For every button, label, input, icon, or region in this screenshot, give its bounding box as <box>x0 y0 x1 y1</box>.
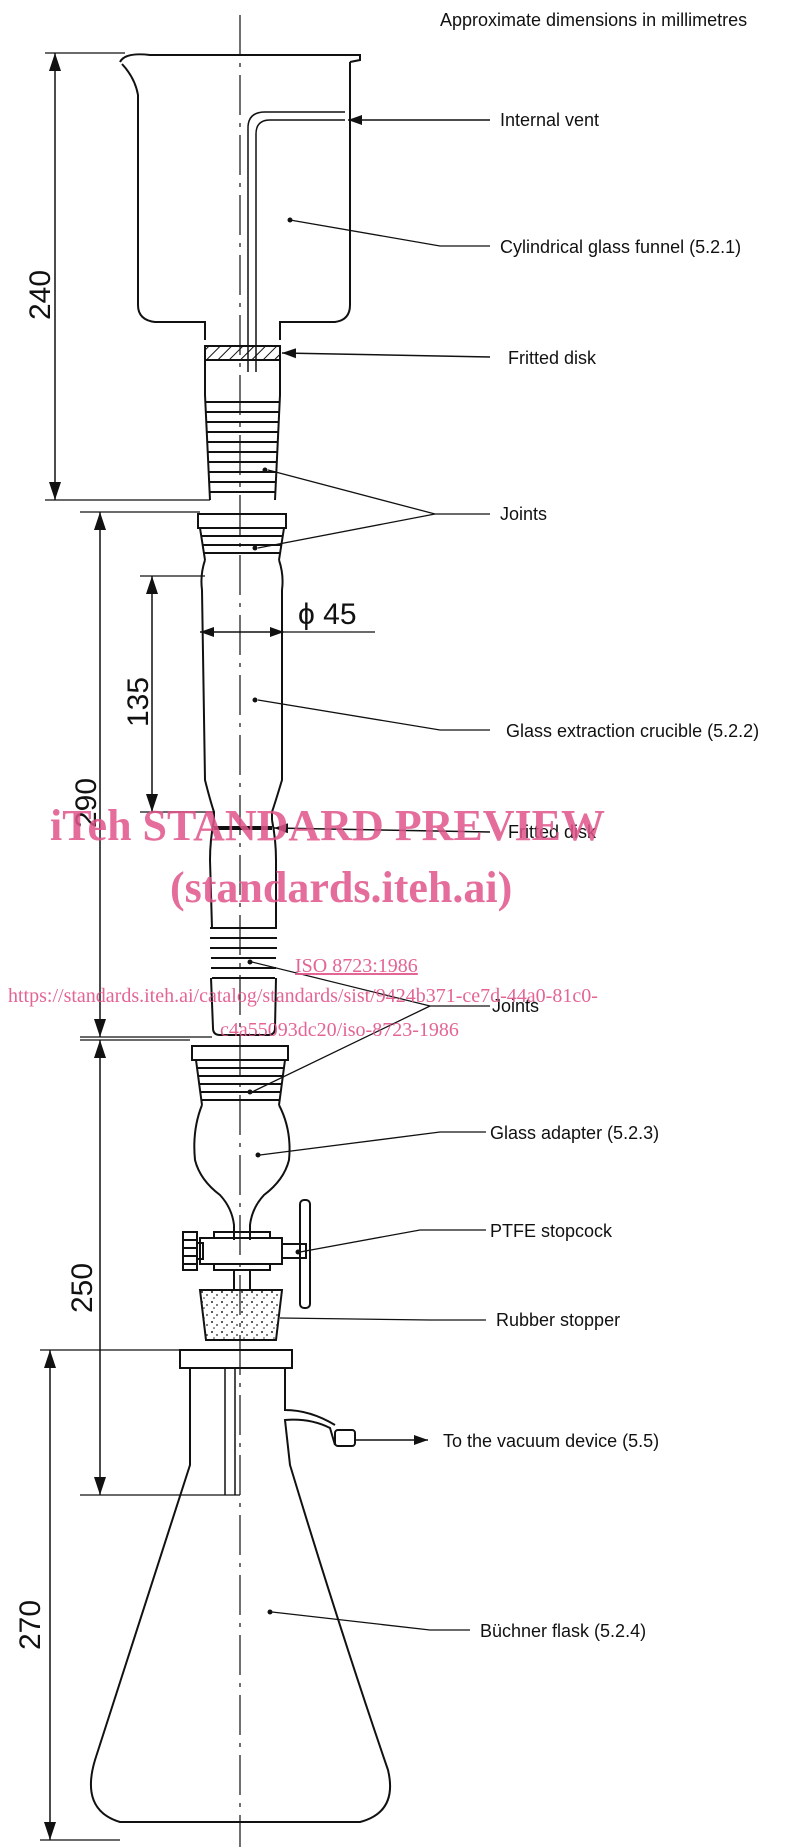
extraction-crucible <box>197 513 287 929</box>
dim-250: 250 <box>66 1263 99 1313</box>
watermark-line-1: iTeh STANDARD PREVIEW <box>50 801 605 850</box>
label-funnel: Cylindrical glass funnel (5.2.1) <box>500 237 741 257</box>
glass-adapter <box>191 1045 291 1240</box>
dim-270: 270 <box>14 1600 47 1650</box>
dimension-note: Approximate dimensions in millimetres <box>440 10 747 30</box>
dim-240: 240 <box>24 270 57 320</box>
dim-290: 290 <box>70 778 103 828</box>
watermark: iTeh STANDARD PREVIEW (standards.iteh.ai… <box>8 801 605 1041</box>
buchner-flask <box>89 1349 392 1823</box>
label-flask: Büchner flask (5.2.4) <box>480 1621 646 1641</box>
label-fritted-disk-mid: Fritted disk <box>508 822 597 842</box>
label-stopper: Rubber stopper <box>496 1310 620 1330</box>
watermark-line-5: c4a55093dc20/iso-8723-1986 <box>220 1019 459 1041</box>
label-internal-vent: Internal vent <box>500 110 599 130</box>
dim-phi-45: ϕ 45 <box>298 598 357 631</box>
label-fritted-disk-top: Fritted disk <box>508 348 597 368</box>
fritted-disk-top <box>204 345 281 361</box>
watermark-line-2: (standards.iteh.ai) <box>170 863 512 912</box>
dimension-lines <box>40 52 375 1841</box>
ptfe-stopcock <box>182 1199 311 1309</box>
label-joints-top: Joints <box>500 504 547 524</box>
joint-top <box>204 394 281 501</box>
watermark-line-4: https://standards.iteh.ai/catalog/standa… <box>8 985 598 1007</box>
label-stopcock: PTFE stopcock <box>490 1221 613 1241</box>
label-crucible: Glass extraction crucible (5.2.2) <box>506 721 759 741</box>
rubber-stopper <box>198 1289 284 1341</box>
label-adapter: Glass adapter (5.2.3) <box>490 1123 659 1143</box>
dim-135: 135 <box>122 677 155 727</box>
joint-mid <box>210 927 277 1036</box>
cylindrical-funnel <box>119 53 361 372</box>
leader-lines <box>251 115 491 1631</box>
watermark-line-3: ISO 8723:1986 <box>295 955 418 977</box>
label-vacuum: To the vacuum device (5.5) <box>443 1431 659 1451</box>
label-joints-mid: Joints <box>492 996 539 1016</box>
